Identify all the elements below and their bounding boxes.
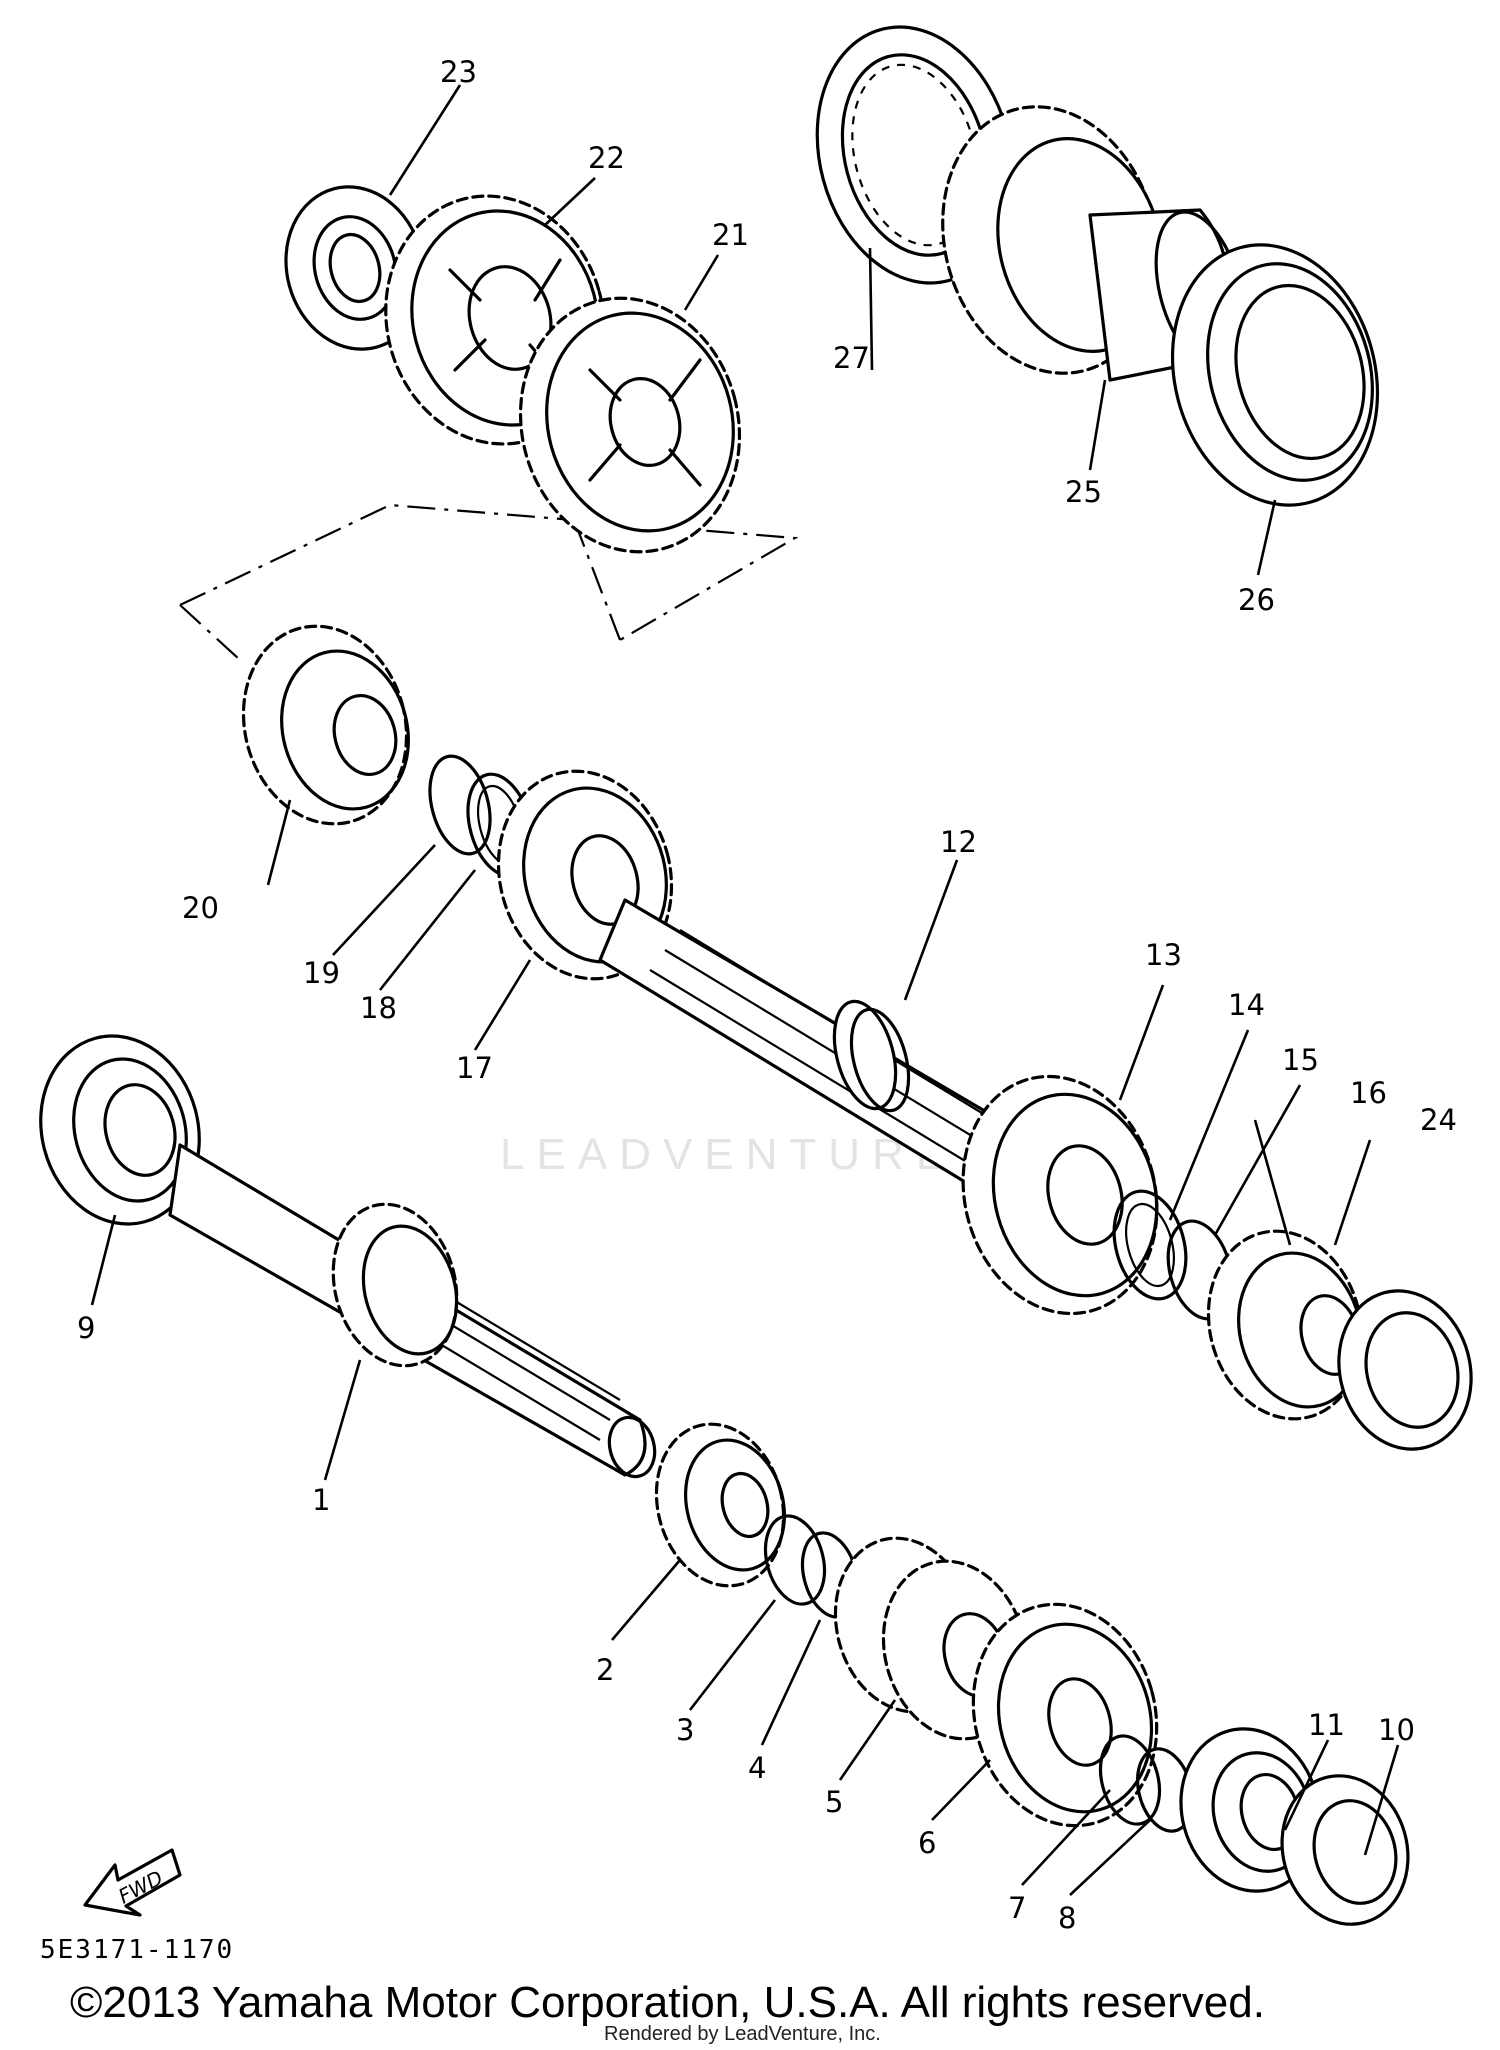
shaft-12: [598, 898, 1011, 1187]
bearing-9: [39, 1034, 201, 1226]
callout-6: 6: [918, 1826, 936, 1860]
callout-14: 14: [1228, 988, 1265, 1022]
leadventure-watermark: LEADVENTURE: [500, 1130, 958, 1179]
fwd-arrow: FWD: [83, 1848, 182, 1917]
callout-2: 2: [596, 1653, 614, 1687]
callout-leaders: [90, 84, 1400, 1896]
gear-13: [961, 1074, 1159, 1316]
callout-22: 22: [588, 141, 625, 175]
callout-7: 7: [1008, 1891, 1026, 1925]
circlip-19: [428, 754, 492, 856]
bearing-24: [1337, 1289, 1473, 1451]
callout-12: 12: [940, 825, 977, 859]
callout-3: 3: [676, 1713, 694, 1747]
callout-18: 18: [360, 991, 397, 1025]
callout-5: 5: [825, 1785, 843, 1819]
callout-19: 19: [303, 956, 340, 990]
callout-11: 11: [1308, 1708, 1345, 1742]
callout-9: 9: [77, 1311, 95, 1345]
callout-numbers: 1 2 3 4 5 6 7 8 9 10 11 12 13 14 15 16 1…: [77, 55, 1457, 1935]
washer-7: [1098, 1734, 1162, 1826]
callout-4: 4: [748, 1751, 766, 1785]
callout-17: 17: [456, 1051, 493, 1085]
callout-15: 15: [1282, 1043, 1319, 1077]
callout-16: 16: [1350, 1076, 1387, 1110]
diagram-reference-code: 5E3171-1170: [40, 1935, 235, 1965]
gear-21: [518, 296, 742, 554]
callout-21: 21: [712, 218, 749, 252]
callout-10: 10: [1378, 1713, 1415, 1747]
callout-23: 23: [440, 55, 477, 89]
washer-3: [763, 1514, 827, 1606]
main-axle-1: [168, 1143, 657, 1479]
gear-20: [241, 624, 410, 826]
gear-6: [971, 1602, 1159, 1828]
callout-20: 20: [182, 891, 219, 925]
bearing-26: [1170, 243, 1380, 507]
callout-24: 24: [1420, 1103, 1457, 1137]
callout-1: 1: [312, 1483, 330, 1517]
copyright-notice: ©2013 Yamaha Motor Corporation, U.S.A. A…: [70, 1978, 1265, 2027]
callout-27: 27: [833, 341, 870, 375]
rendered-by-credit: Rendered by LeadVenture, Inc.: [604, 2023, 881, 2045]
callout-26: 26: [1238, 583, 1275, 617]
callout-25: 25: [1065, 475, 1102, 509]
callout-13: 13: [1145, 938, 1182, 972]
callout-8: 8: [1058, 1901, 1076, 1935]
gear-2: [654, 1422, 787, 1588]
